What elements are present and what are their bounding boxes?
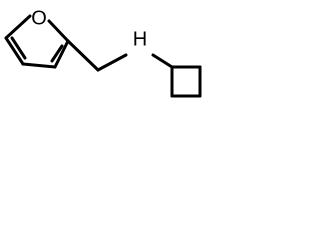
furan-bond-o-c2 (47, 19, 70, 43)
bond-n-cyclobutyl (151, 53, 174, 69)
bond-c2-ch2 (66, 39, 100, 72)
bond-ch2-n (96, 53, 128, 72)
furan-double-bond-c4-c5 (10, 36, 27, 60)
furan-bond-c5-o (4, 14, 32, 40)
nitrogen-atom-label: H (133, 28, 147, 50)
furan-bond-c4-c5 (4, 36, 25, 66)
oxygen-atom-label: O (31, 7, 47, 29)
furan-bond-c2-c3 (53, 39, 70, 69)
furan-bond-c3-c4 (21, 62, 57, 69)
furan-double-bond-c2-c3 (50, 44, 64, 63)
chemical-structure: O H (4, 7, 202, 98)
